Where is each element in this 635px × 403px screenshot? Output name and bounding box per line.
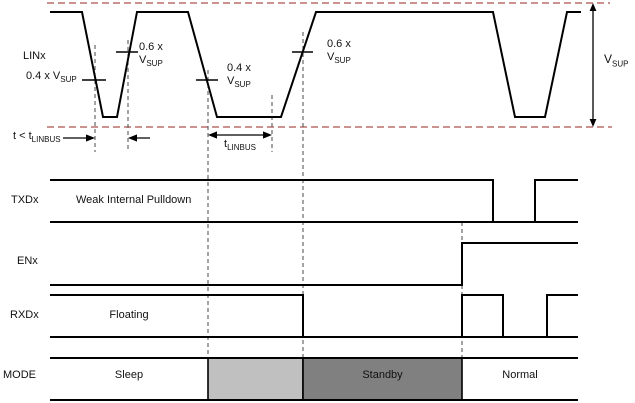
subscript: SUP <box>60 75 77 85</box>
mode-state-sleep: Sleep <box>114 369 144 381</box>
txd-signal-label: TXDx <box>11 194 39 206</box>
vsup-amplitude-label: VSUP <box>604 52 629 69</box>
subscript: LINBUS <box>31 135 61 145</box>
en-signal-label: ENx <box>17 255 38 267</box>
threshold-06-vsup-label-first: 0.6 x VSUP <box>139 41 163 69</box>
lin-signal-label: LINx <box>23 50 46 62</box>
vsup-head-bottom <box>589 119 597 127</box>
txd-state-note: Weak Internal Pulldown <box>76 194 192 206</box>
threshold-04-vsup-label-left: 0.4 x VSUP <box>26 70 77 85</box>
t-less-head-right <box>86 134 95 142</box>
subscript: SUP <box>612 59 629 69</box>
mode-signal-label: MODE <box>3 369 36 381</box>
subscript: SUP <box>234 80 251 90</box>
vsup-head-top <box>589 3 597 11</box>
mode-state-standby: Standby <box>362 369 403 381</box>
threshold-06-vsup-label-second: 0.6 x VSUP <box>327 38 351 66</box>
t-linbus-head-right <box>263 131 272 139</box>
rxd-pulse-1 <box>461 294 504 337</box>
t-linbus-head-left <box>208 131 217 139</box>
t-less-head-left <box>128 134 137 142</box>
txd-high-pulse <box>534 179 578 222</box>
subscript: SUP <box>334 56 351 66</box>
rxd-pulse-2 <box>546 294 578 337</box>
rxd-signal-label: RXDx <box>10 309 39 321</box>
mode-state-normal: Normal <box>502 369 538 381</box>
mode-wake-block <box>207 357 304 401</box>
mode-standby-block <box>302 357 463 401</box>
txd-top-rail <box>50 179 494 222</box>
t-less-than-tlinbus-label: t < tLINBUS <box>13 130 61 145</box>
rxd-state-note: Floating <box>109 309 149 321</box>
subscript: SUP <box>146 59 163 69</box>
rxd-top-rail <box>50 294 304 337</box>
en-waveform <box>50 242 578 286</box>
tlinbus-label: tLINBUS <box>224 138 256 153</box>
lin-waveform <box>50 11 581 118</box>
subscript: LINBUS <box>227 143 256 153</box>
threshold-04-vsup-label-mid: 0.4 x VSUP <box>227 62 251 90</box>
